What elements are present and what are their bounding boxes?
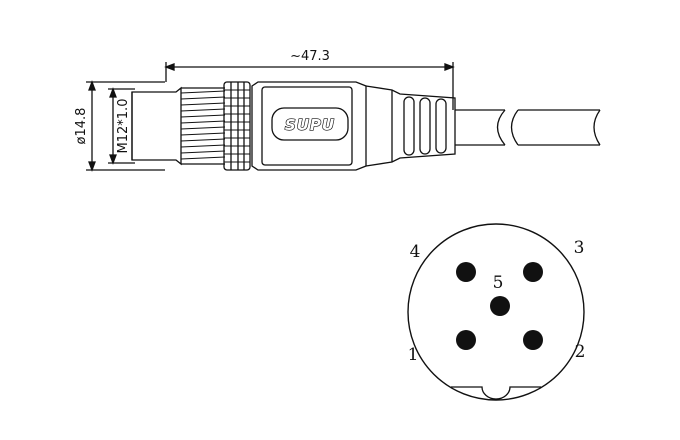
diameter-label: ø14.8 [74, 108, 89, 145]
pin-4-label: 4 [410, 242, 421, 262]
keyway-notch [451, 386, 541, 400]
pin-5-contact [490, 296, 510, 316]
pin-5-label: 5 [493, 273, 504, 293]
pin-2-label: 2 [575, 342, 586, 362]
pin-3-label: 3 [574, 238, 585, 258]
length-dimension [164, 62, 455, 110]
pin-4-contact [456, 262, 476, 282]
thread-label: M12*1.0 [116, 99, 131, 154]
connector-face-outline [407, 223, 585, 401]
pin-1-contact [456, 330, 476, 350]
length-label: ~47.3 [290, 49, 330, 64]
knurled-nut [223, 81, 251, 171]
pin-1-label: 1 [408, 345, 419, 365]
pin-2-contact [523, 330, 543, 350]
cable [455, 109, 601, 146]
diameter-dimension [86, 80, 165, 172]
pin-layout-face [407, 223, 585, 401]
connector-side-view [86, 62, 601, 172]
brand-logo: SUPU [285, 116, 335, 134]
threaded-sleeve [131, 86, 226, 166]
cable-boot [365, 85, 456, 167]
pin-3-contact [523, 262, 543, 282]
